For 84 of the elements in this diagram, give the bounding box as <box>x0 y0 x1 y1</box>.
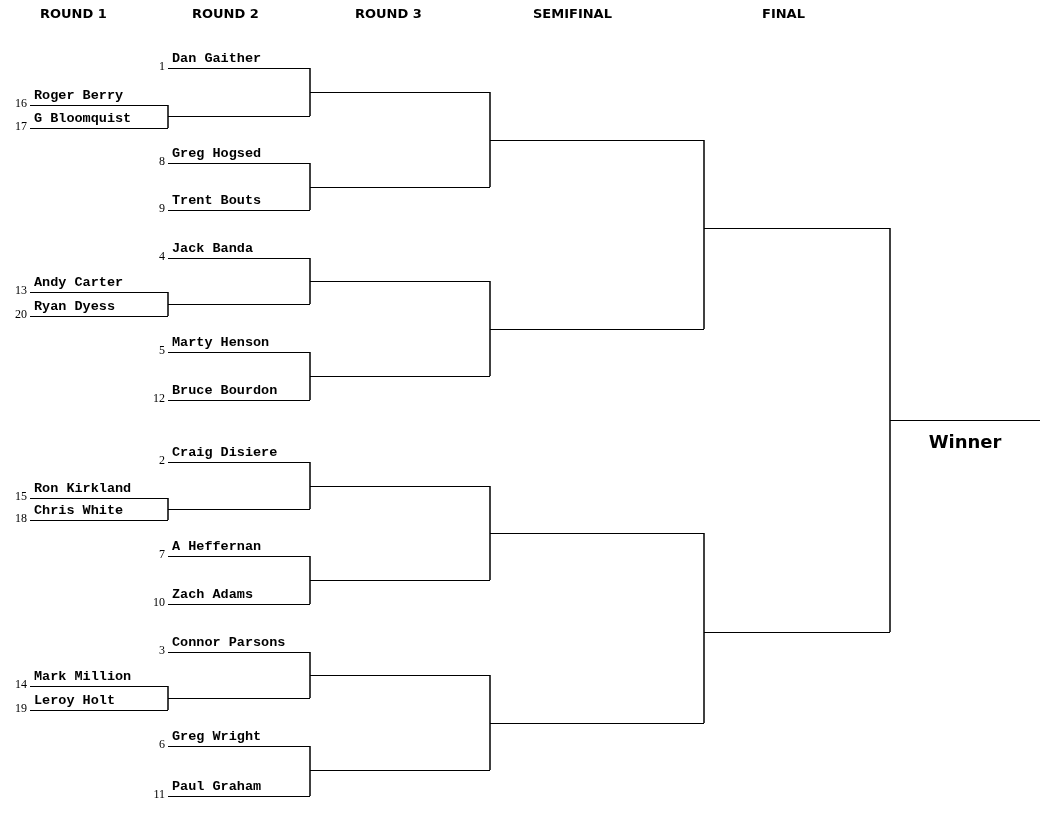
bracket-connector <box>309 91 311 117</box>
bracket-connector <box>889 420 891 633</box>
player-name: Zach Adams <box>172 587 253 602</box>
bracket-connector <box>309 351 311 377</box>
seed-number: 4 <box>158 249 165 264</box>
player-name: Roger Berry <box>34 88 124 103</box>
bracket-connector <box>167 303 169 317</box>
bracket-connector <box>309 162 311 188</box>
bracket-connector <box>703 532 705 633</box>
bracket-connector <box>167 697 169 711</box>
player-name: Connor Parsons <box>172 635 286 650</box>
player-name: Bruce Bourdon <box>172 383 278 398</box>
bracket-connector <box>489 532 491 581</box>
seed-number: 6 <box>158 737 165 752</box>
bracket-connector <box>309 186 311 211</box>
player-name: A Heffernan <box>172 539 262 554</box>
seed-number: 17 <box>14 119 27 134</box>
player-name: Chris White <box>34 503 124 518</box>
seed-number: 2 <box>158 453 165 468</box>
bracket-connector <box>309 651 311 676</box>
seed-number: 7 <box>158 547 165 562</box>
seed-number: 19 <box>14 701 27 716</box>
bracket-connector <box>703 227 705 330</box>
player-name: Jack Banda <box>172 241 253 256</box>
seed-number: 10 <box>152 595 165 610</box>
round-heading: SEMIFINAL <box>533 6 612 21</box>
player-name: Ryan Dyess <box>34 299 115 314</box>
bracket-connector <box>309 555 311 581</box>
player-name: Ron Kirkland <box>34 481 132 496</box>
bracket-connector <box>309 745 311 771</box>
player-name: Greg Wright <box>172 729 262 744</box>
player-name: Leroy Holt <box>34 693 115 708</box>
seed-number: 13 <box>14 283 27 298</box>
bracket-connector <box>167 497 169 510</box>
bracket-connector <box>167 508 169 521</box>
bracket-connector <box>309 769 311 797</box>
bracket-connector <box>167 685 169 699</box>
seed-number: 11 <box>152 787 165 802</box>
bracket-connector <box>309 485 311 510</box>
bracket-connector <box>489 328 491 377</box>
seed-number: 3 <box>158 643 165 658</box>
player-name: Craig Disiere <box>172 445 278 460</box>
bracket-connector <box>309 67 311 93</box>
round-heading: FINAL <box>762 6 805 21</box>
bracket-connector <box>309 257 311 282</box>
seed-number: 20 <box>14 307 27 322</box>
seed-number: 8 <box>158 154 165 169</box>
player-name: Greg Hogsed <box>172 146 262 161</box>
bracket-connector <box>309 375 311 401</box>
bracket-connector <box>489 674 491 724</box>
bracket-connector <box>309 579 311 605</box>
seed-number: 18 <box>14 511 27 526</box>
bracket-connector <box>309 461 311 487</box>
seed-number: 5 <box>158 343 165 358</box>
player-name: Trent Bouts <box>172 193 262 208</box>
seed-number: 12 <box>152 391 165 406</box>
winner-label: Winner <box>927 431 1003 453</box>
seed-number: 9 <box>158 201 165 216</box>
player-name: Dan Gaither <box>172 51 262 66</box>
seed-number: 1 <box>158 59 165 74</box>
seed-number: 14 <box>14 677 27 692</box>
round-heading: ROUND 2 <box>192 6 259 21</box>
bracket-connector <box>167 115 169 129</box>
bracket-connector <box>703 139 705 229</box>
player-name: G Bloomquist <box>34 111 132 126</box>
bracket-connector <box>489 91 491 141</box>
seed-number: 16 <box>14 96 27 111</box>
player-name: Mark Million <box>34 669 132 684</box>
bracket-connector <box>309 280 311 305</box>
bracket-connector <box>889 227 891 422</box>
bracket-connector <box>309 674 311 699</box>
round-heading: ROUND 1 <box>40 6 107 21</box>
player-name: Andy Carter <box>34 275 124 290</box>
bracket-connector <box>489 139 491 188</box>
round-heading: ROUND 3 <box>355 6 422 21</box>
bracket-connector <box>489 485 491 534</box>
bracket-connector <box>489 722 491 771</box>
player-name: Paul Graham <box>172 779 262 794</box>
seed-number: 15 <box>14 489 27 504</box>
bracket-connector <box>167 291 169 305</box>
bracket-connector <box>489 280 491 330</box>
bracket-connector <box>167 104 169 117</box>
bracket-connector <box>703 631 705 724</box>
player-name: Marty Henson <box>172 335 270 350</box>
